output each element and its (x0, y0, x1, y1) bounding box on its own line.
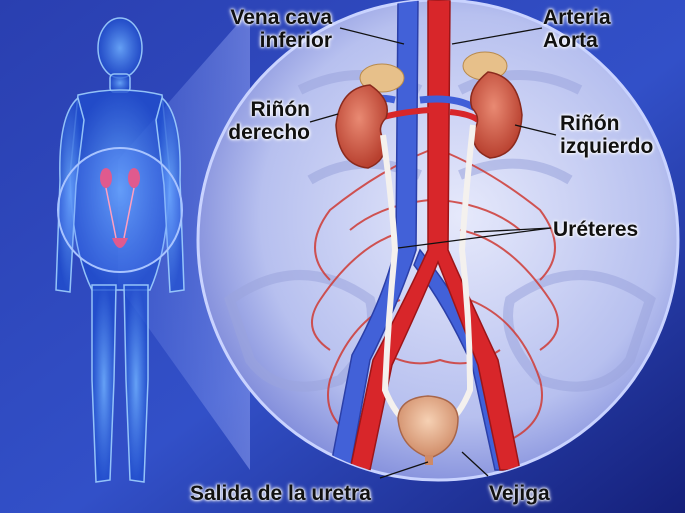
figure-left-leg (91, 284, 117, 483)
label-rinon-derecho-line2: derecho (228, 121, 310, 144)
figure-right-arm (155, 96, 185, 293)
label-arteria-aorta: Arteria Aorta (543, 6, 653, 52)
pointer-ureteres-2 (397, 227, 552, 249)
pointer-vena-cava (339, 27, 405, 45)
label-vena-cava-line2: inferior (259, 29, 332, 52)
label-arteria-line2: Aorta (543, 29, 598, 52)
figure-head (97, 17, 143, 79)
figure-right-leg (123, 284, 149, 483)
label-rinon-derecho-line1: Riñón (250, 98, 310, 121)
pointer-salida (379, 461, 429, 479)
figure-mini-kidneys (100, 168, 140, 188)
label-vena-cava: Vena cava inferior (198, 6, 332, 52)
label-ureteres: Uréteres (553, 218, 639, 241)
ureter-left (443, 124, 476, 428)
human-body-figure (55, 17, 185, 483)
label-vena-cava-line1: Vena cava (230, 6, 332, 29)
vejiga-organ (397, 395, 459, 459)
figure-highlight-circle (57, 147, 183, 273)
pointer-aorta (451, 27, 543, 45)
renal-artery-left (449, 109, 480, 123)
figure-mini-bladder (112, 238, 128, 248)
figure-left-arm (55, 96, 85, 293)
ureter-right (380, 134, 412, 428)
pointer-rinon-derecho (309, 113, 339, 123)
pointer-ureteres-1 (473, 227, 552, 233)
label-rinon-izquierdo-line1: Riñón (560, 112, 620, 135)
label-arteria-line1: Arteria (543, 6, 611, 29)
rinon-izquierdo (470, 71, 523, 159)
figure-torso (69, 89, 171, 291)
pointer-vejiga (461, 451, 489, 477)
label-rinon-derecho: Riñón derecho (210, 98, 310, 144)
label-rinon-izquierdo-line2: izquierdo (560, 135, 654, 158)
urethra-outlet (425, 455, 433, 465)
pointer-lines (309, 27, 557, 479)
pointer-rinon-izquierdo (514, 124, 557, 136)
rinon-derecho (335, 84, 388, 169)
label-vejiga: Vejiga (489, 482, 550, 505)
label-salida-uretra: Salida de la uretra (190, 482, 371, 505)
label-rinon-izquierdo: Riñón izquierdo (560, 112, 678, 158)
